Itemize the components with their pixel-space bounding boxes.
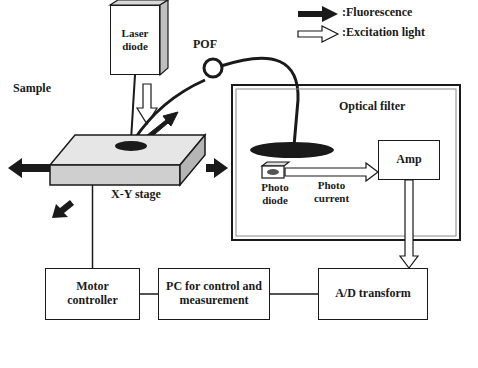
stage-motion-arrow: [52, 200, 74, 218]
motor-controller-box: Motor controller: [45, 268, 140, 320]
legend-fluorescence-sample: [298, 6, 338, 22]
node-label: Laser diode: [116, 27, 154, 52]
sample-label: Sample: [12, 82, 52, 96]
stage-motion-arrow: [8, 158, 50, 178]
diode-body: [262, 166, 284, 178]
fiber-label: POF: [192, 38, 218, 52]
node-label: PC for control and measurement: [164, 280, 264, 308]
stage-side: [180, 135, 205, 185]
legend-entry: :Fluorescence: [341, 6, 413, 20]
diode-top: [262, 162, 289, 166]
sample-dish: [115, 141, 147, 151]
stage-motion-arrow: [206, 158, 228, 178]
laser-diode-box: Laser diode: [110, 5, 160, 75]
connector-line: [270, 293, 318, 295]
photo-diode: Photo diode: [252, 160, 298, 218]
edge-label: Photo current: [306, 179, 358, 204]
connector-line: [92, 185, 94, 268]
xy-stage: X-Y stage: [45, 130, 210, 206]
diode-window: [267, 169, 279, 175]
optical-fiber: [134, 80, 205, 140]
node-label: Motor controller: [51, 280, 134, 308]
legend-excitation-sample: [298, 26, 338, 42]
detector-enclosure: [232, 85, 460, 240]
detector-enclosure: [236, 89, 456, 236]
signal-arrow: [400, 180, 418, 268]
connector-line: [140, 293, 158, 295]
fiber-loop: [204, 59, 222, 77]
pc-box: PC for control and measurement: [158, 268, 270, 320]
legend-entry: :Excitation light: [341, 26, 426, 40]
photodiode-shape: [252, 160, 298, 180]
filter-label: Optical filter: [338, 100, 406, 114]
optical-filter: [250, 142, 334, 158]
node-label: A/D transform: [335, 287, 411, 301]
node-label: Amp: [396, 153, 421, 167]
ad-converter-box: A/D transform: [318, 268, 428, 320]
excitation-arrow: [137, 84, 157, 124]
stage-top: [50, 135, 205, 165]
laser-needle: [131, 75, 135, 140]
laser-side: [160, 0, 168, 75]
amplifier-box: Amp: [378, 140, 440, 180]
node-label: Photo diode: [252, 181, 298, 206]
stage-front: [50, 165, 180, 185]
node-label: X-Y stage: [111, 188, 161, 202]
